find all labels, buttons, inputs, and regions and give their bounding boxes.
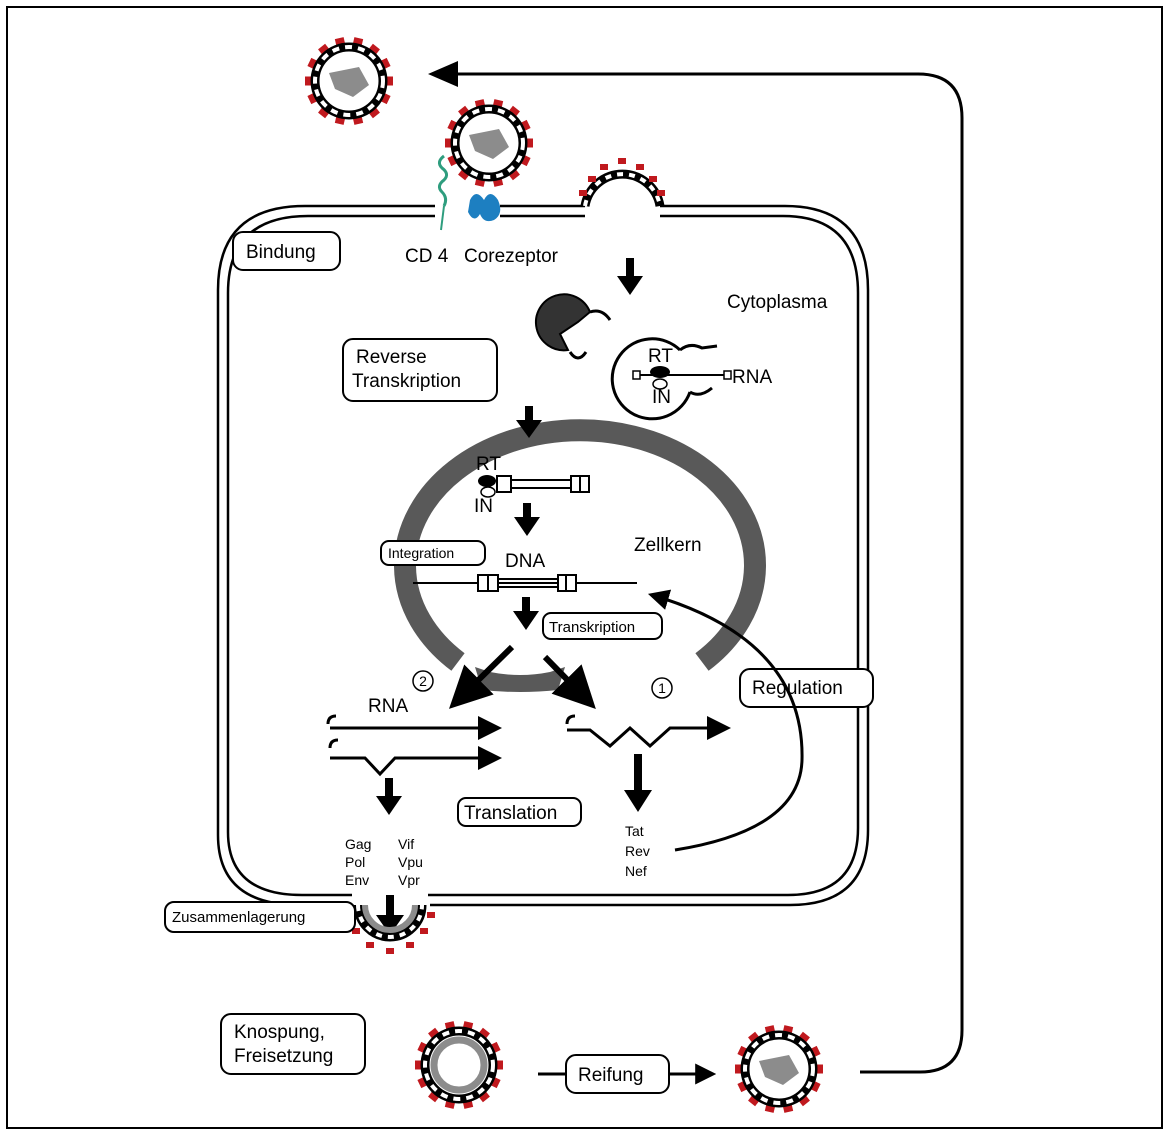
mature-virion-released bbox=[305, 37, 393, 125]
svg-text:Gag: Gag bbox=[345, 836, 371, 852]
rna-full-length bbox=[326, 714, 502, 740]
knospung-box: Knospung, Freisetzung bbox=[220, 1013, 366, 1075]
mature-virion-bottom bbox=[735, 1025, 823, 1113]
reverse-transkription-box: Reverse Transkription bbox=[342, 338, 498, 402]
dna-label: DNA bbox=[505, 551, 545, 572]
arrow-to-rna-left bbox=[449, 644, 515, 709]
transcription-arrow bbox=[513, 597, 539, 630]
assembly-arrow bbox=[376, 895, 404, 935]
translation-arrow-left bbox=[376, 778, 402, 815]
integration-arrow bbox=[514, 503, 540, 536]
svg-text:Integration: Integration bbox=[388, 545, 454, 561]
protein-list-mid: Vif Vpu Vpr bbox=[398, 836, 423, 888]
mature-virion-binding bbox=[445, 99, 533, 187]
integrated-dna bbox=[413, 574, 637, 592]
svg-text:Vpu: Vpu bbox=[398, 854, 423, 870]
return-loop-arrowhead bbox=[428, 61, 458, 87]
rna-label-top: RNA bbox=[732, 367, 772, 388]
cd4-receptor bbox=[437, 154, 449, 231]
cd4-label: CD 4 bbox=[405, 246, 449, 267]
released-core bbox=[610, 337, 732, 421]
entry-arrow bbox=[617, 258, 643, 295]
nucleus bbox=[394, 419, 766, 692]
marker-1: 1 bbox=[651, 677, 673, 699]
translation-arrow-right bbox=[624, 754, 652, 812]
transkription-box: Transkription bbox=[542, 612, 663, 640]
diagram-frame bbox=[6, 6, 1163, 1129]
svg-text:Rev: Rev bbox=[625, 843, 650, 859]
arrow-to-rna-right bbox=[542, 654, 596, 710]
rt-label-nucleus: RT bbox=[476, 454, 501, 475]
reifung-box: Reifung bbox=[565, 1054, 670, 1094]
in-label-top: IN bbox=[652, 387, 671, 408]
rt-arrow bbox=[516, 406, 542, 438]
rna-spliced-multiple bbox=[565, 714, 731, 749]
svg-text:2: 2 bbox=[419, 673, 427, 689]
bindung-box: Bindung bbox=[232, 231, 341, 271]
return-loop-arrow bbox=[455, 72, 964, 1074]
svg-text:Nef: Nef bbox=[625, 863, 647, 879]
svg-text:Knospung,: Knospung, bbox=[234, 1022, 325, 1043]
svg-text:Transkription: Transkription bbox=[352, 371, 461, 392]
cytoplasma-label: Cytoplasma bbox=[727, 292, 828, 313]
corezeptor-label: Corezeptor bbox=[464, 246, 559, 267]
svg-text:Env: Env bbox=[345, 872, 369, 888]
svg-text:Vif: Vif bbox=[398, 836, 414, 852]
cell-membrane bbox=[216, 204, 870, 907]
svg-text:Bindung: Bindung bbox=[246, 242, 316, 263]
in-label-nucleus: IN bbox=[474, 496, 493, 517]
svg-text:Tat: Tat bbox=[625, 823, 644, 839]
rna-label-mid: RNA bbox=[368, 696, 408, 717]
regulation-feedback-arrow bbox=[647, 589, 804, 852]
integration-box: Integration bbox=[380, 540, 486, 566]
zellkern-label: Zellkern bbox=[634, 535, 702, 556]
budding-virus-top bbox=[579, 158, 665, 207]
regulation-box: Regulation bbox=[739, 668, 874, 708]
virions bbox=[305, 37, 823, 1113]
svg-text:Freisetzung: Freisetzung bbox=[234, 1046, 333, 1067]
svg-text:Transkription: Transkription bbox=[549, 619, 635, 636]
rt-in-complex bbox=[478, 475, 590, 498]
marker-2: 2 bbox=[412, 670, 434, 692]
capsid-shell bbox=[534, 293, 612, 360]
coreceptor bbox=[468, 194, 501, 222]
translation-box: Translation bbox=[457, 797, 582, 827]
svg-text:Translation: Translation bbox=[464, 803, 557, 824]
immature-virion bbox=[415, 1021, 503, 1109]
svg-text:Vpr: Vpr bbox=[398, 872, 420, 888]
protein-list-left: Gag Pol Env bbox=[345, 836, 371, 888]
budding-virus-bottom bbox=[345, 904, 435, 954]
rt-label-top: RT bbox=[648, 346, 673, 367]
protein-list-right: Tat Rev Nef bbox=[625, 823, 650, 879]
zusammenlagerung-box: Zusammenlagerung bbox=[164, 901, 356, 933]
svg-text:Reifung: Reifung bbox=[578, 1065, 644, 1086]
svg-text:Reverse: Reverse bbox=[356, 347, 427, 368]
svg-text:Pol: Pol bbox=[345, 854, 365, 870]
svg-text:Regulation: Regulation bbox=[752, 678, 843, 699]
svg-text:Zusammenlagerung: Zusammenlagerung bbox=[172, 909, 305, 926]
rna-spliced-single bbox=[328, 738, 502, 777]
svg-text:1: 1 bbox=[658, 680, 666, 696]
